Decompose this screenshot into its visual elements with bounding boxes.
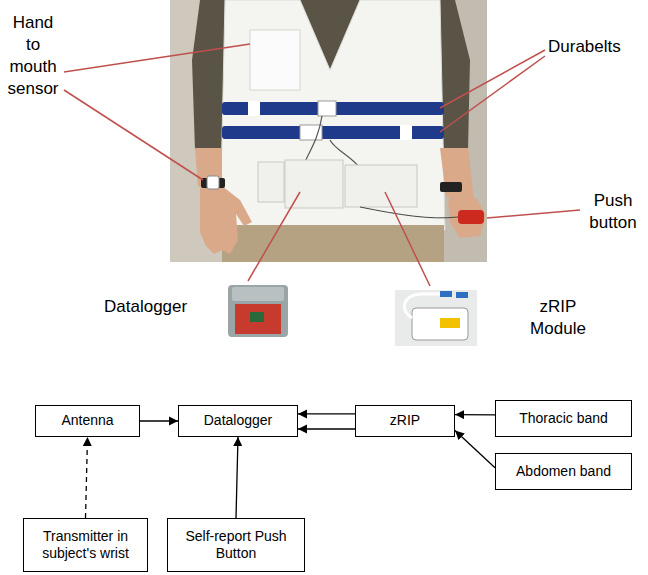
box-label: Abdomen band bbox=[514, 463, 613, 481]
zrip-pocket bbox=[345, 165, 417, 207]
durabelt bbox=[222, 126, 444, 139]
zrip-connector bbox=[456, 292, 468, 298]
watch bbox=[440, 182, 462, 192]
callout-label: Datalogger bbox=[104, 296, 187, 318]
block-box: Datalogger bbox=[178, 405, 298, 437]
connector-arrow bbox=[455, 414, 495, 415]
pants bbox=[222, 225, 444, 262]
leader-line bbox=[64, 90, 203, 180]
belt-tab bbox=[400, 125, 412, 140]
callout-label: Durabelts bbox=[548, 36, 621, 58]
push-button bbox=[458, 210, 484, 224]
leader-line bbox=[385, 192, 430, 286]
side-pocket bbox=[258, 162, 284, 202]
wrist-sensor bbox=[207, 176, 219, 189]
block-box: zRIP bbox=[355, 405, 455, 437]
block-box: Self-report Push Button bbox=[167, 518, 305, 572]
forearm bbox=[195, 148, 222, 190]
zrip-photo bbox=[395, 290, 477, 346]
belt-tab bbox=[248, 101, 260, 116]
callout-label: Hand to mouth sensor bbox=[4, 12, 62, 100]
block-box: Transmitter in subject's wrist bbox=[23, 518, 148, 572]
datalogger-lid bbox=[232, 287, 284, 301]
connector-arrow bbox=[236, 437, 238, 518]
datalogger-chip bbox=[250, 312, 264, 322]
zrip-logo bbox=[440, 318, 460, 328]
callout-label: Push button bbox=[584, 190, 642, 234]
photo-background bbox=[170, 0, 487, 262]
zrip-cable bbox=[404, 294, 440, 318]
datalogger-pocket bbox=[285, 160, 343, 208]
connector-arrow bbox=[298, 428, 355, 429]
connector-arrow bbox=[86, 437, 88, 518]
datalogger-board bbox=[235, 304, 281, 334]
box-label: Thoracic band bbox=[517, 410, 610, 428]
zrip-connector bbox=[440, 291, 452, 297]
leader-line bbox=[440, 50, 545, 108]
connector-arrow bbox=[298, 413, 355, 414]
leader-line bbox=[440, 56, 545, 132]
hand bbox=[200, 186, 252, 254]
block-box: Antenna bbox=[35, 405, 140, 437]
box-label: Self-report Push Button bbox=[168, 528, 304, 563]
chest-pad bbox=[250, 30, 300, 90]
button-cable bbox=[360, 207, 458, 218]
hand bbox=[448, 198, 486, 238]
leader-line bbox=[64, 44, 250, 72]
box-label: Antenna bbox=[59, 412, 115, 430]
datalogger-photo bbox=[228, 285, 288, 337]
block-box: Abdomen band bbox=[495, 453, 632, 490]
vest bbox=[220, 0, 445, 230]
leader-line bbox=[248, 192, 300, 281]
box-label: Datalogger bbox=[202, 412, 275, 430]
zrip-module bbox=[412, 308, 468, 340]
belt-buckle bbox=[318, 101, 336, 116]
durabelt bbox=[222, 102, 444, 115]
box-label: zRIP bbox=[388, 412, 422, 430]
connector-arrow bbox=[455, 431, 495, 468]
callout-label: zRIP Module bbox=[520, 296, 596, 340]
leader-line bbox=[487, 210, 580, 218]
block-box: Thoracic band bbox=[495, 400, 632, 437]
connector-arrow bbox=[140, 420, 178, 421]
shirt bbox=[192, 0, 470, 262]
box-label: Transmitter in subject's wrist bbox=[24, 528, 147, 563]
